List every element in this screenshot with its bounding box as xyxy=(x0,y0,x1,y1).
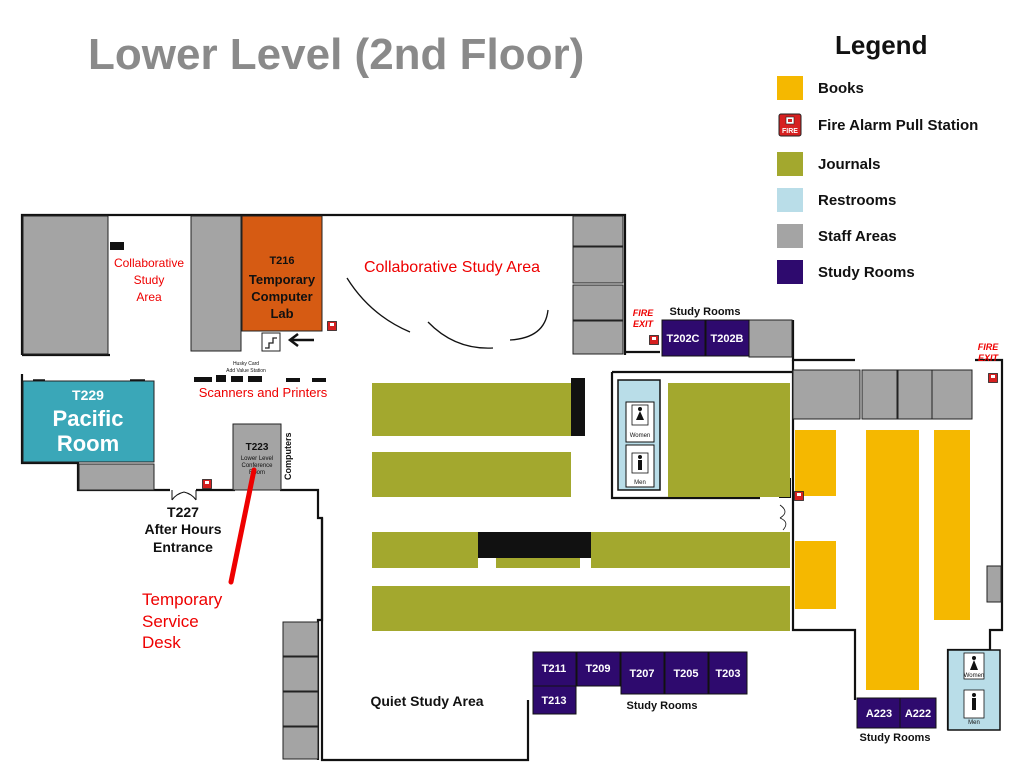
fire-exit-right-label-2: EXIT xyxy=(978,353,1000,363)
books-swatch xyxy=(777,76,803,100)
room-t202b-label: T202B xyxy=(710,333,743,345)
room-t211-label: T211 xyxy=(542,663,566,675)
room-t216-number: T216 xyxy=(269,255,294,267)
fire-alarm-icon xyxy=(649,335,659,345)
fire-alarm-icon: FIRE xyxy=(777,113,803,137)
fire-exit-label-1: FIRE xyxy=(633,308,654,318)
room-t223-number: T223 xyxy=(246,442,269,453)
study-rooms-caption-bottom: Study Rooms xyxy=(627,700,698,712)
room-a222 xyxy=(899,697,937,729)
room-a223 xyxy=(856,697,901,729)
books-shelving xyxy=(795,430,970,690)
room-t216-name-3: Lab xyxy=(270,306,293,321)
service-desk-label-3: Desk xyxy=(142,633,181,652)
legend-title: Legend xyxy=(835,30,928,60)
husky-card-label-1: Husky Card xyxy=(233,361,259,367)
room-t207 xyxy=(620,651,665,695)
collab-small-label-2: Study xyxy=(134,273,165,287)
room-t205-label: T205 xyxy=(673,668,698,680)
collab-small-label-3: Area xyxy=(136,290,162,304)
room-t205 xyxy=(664,651,709,695)
service-desk-pointer xyxy=(228,467,257,585)
room-t202c-label: T202C xyxy=(666,333,699,345)
printers xyxy=(194,375,326,382)
restrooms-swatch xyxy=(777,188,803,212)
collab-main-label: Collaborative Study Area xyxy=(364,259,540,276)
study-rooms-swatch xyxy=(777,260,803,284)
collab-seating-arcs xyxy=(346,277,549,349)
page-title: Lower Level (2nd Floor) xyxy=(88,30,585,79)
computers-label: Computers xyxy=(283,432,293,480)
journals-swatch xyxy=(777,152,803,176)
room-t202b xyxy=(705,319,750,357)
stairs-icon xyxy=(261,332,281,352)
room-t227-name-2: Entrance xyxy=(153,539,213,555)
room-t203 xyxy=(708,651,748,695)
room-t229-name-2: Room xyxy=(57,431,119,456)
service-desk-label-1: Temporary xyxy=(142,590,223,609)
fire-exit-right-label-1: FIRE xyxy=(978,342,999,352)
restroom-men-label: Men xyxy=(634,480,646,486)
building-walls xyxy=(20,213,1004,762)
legend-item-journals: Journals xyxy=(777,151,881,177)
room-t229-name-1: Pacific xyxy=(53,406,124,431)
staff-areas-swatch xyxy=(777,224,803,248)
study-rooms xyxy=(532,319,937,729)
room-t227-number: T227 xyxy=(167,504,199,520)
study-rooms-caption-right: Study Rooms xyxy=(860,732,931,744)
entrance-door-icon xyxy=(171,490,197,501)
room-t216-name-1: Temporary xyxy=(249,272,316,287)
legend-item-staff-areas: Staff Areas xyxy=(777,223,897,249)
room-a222-label: A222 xyxy=(905,708,931,720)
room-t207-label: T207 xyxy=(629,668,654,680)
legend-item-books: Books xyxy=(777,75,864,101)
door-icon xyxy=(779,504,787,531)
restroom-men-label-right: Men xyxy=(968,720,980,726)
quiet-study-label: Quiet Study Area xyxy=(370,693,483,709)
room-a223-label: A223 xyxy=(866,708,892,720)
fire-exit-label-2: EXIT xyxy=(633,319,655,329)
journals-shelving xyxy=(372,383,790,631)
room-t229 xyxy=(22,380,155,463)
room-t213-label: T213 xyxy=(541,695,566,707)
room-t213 xyxy=(532,685,577,715)
room-t209 xyxy=(576,651,621,687)
room-t223-name-1: Lower Level xyxy=(241,456,273,462)
fire-alarm-icon xyxy=(202,479,212,489)
restroom-women-label-right: Women xyxy=(964,673,985,679)
scanners-printers-label: Scanners and Printers xyxy=(199,385,328,400)
legend-item-study-rooms: Study Rooms xyxy=(777,259,915,285)
room-t227-name-1: After Hours xyxy=(144,521,221,537)
collab-small-label-1: Collaborative xyxy=(114,256,184,270)
fire-alarm-icon xyxy=(327,321,337,331)
room-t209-label: T209 xyxy=(585,663,610,675)
legend-item-fire-alarm: FIRE Fire Alarm Pull Station xyxy=(777,112,978,138)
service-desk-label-2: Service xyxy=(142,612,199,631)
room-t216 xyxy=(241,215,323,332)
room-t211 xyxy=(532,651,577,687)
staff-areas xyxy=(22,215,1002,760)
legend-item-restrooms: Restrooms xyxy=(777,187,896,213)
arrow-left-icon xyxy=(287,333,314,347)
fire-alarm-icon xyxy=(988,373,998,383)
room-t216-name-2: Computer xyxy=(251,289,312,304)
room-t223-name-2: Conference xyxy=(241,463,273,469)
restroom-women-label: Women xyxy=(630,433,651,439)
room-t229-number: T229 xyxy=(72,387,104,403)
room-t203-label: T203 xyxy=(715,668,740,680)
fire-alarm-icon xyxy=(794,491,804,501)
room-t223-name-3: Room xyxy=(249,470,265,476)
svg-text:FIRE: FIRE xyxy=(782,128,798,135)
husky-card-label-2: Add Value Station xyxy=(226,368,266,374)
study-rooms-caption-top: Study Rooms xyxy=(670,306,741,318)
room-t202c xyxy=(661,319,706,357)
